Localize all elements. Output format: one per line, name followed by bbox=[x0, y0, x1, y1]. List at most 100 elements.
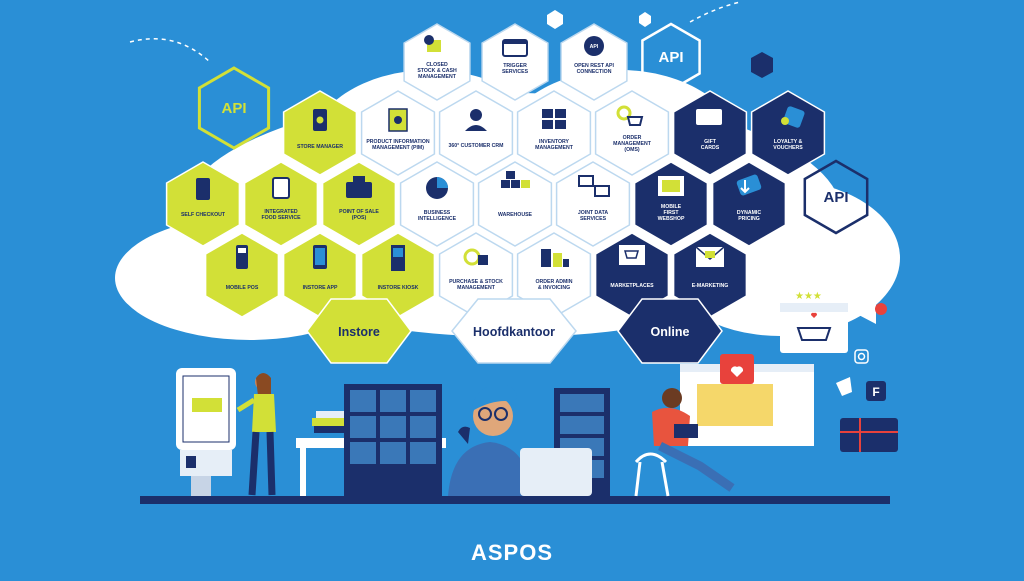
module-webshop: MOBILE FIRST WEBSHOP bbox=[633, 161, 709, 247]
svg-text:PURCHASE & STOCK: PURCHASE & STOCK bbox=[449, 279, 503, 285]
dashed-line bbox=[129, 38, 211, 63]
channel-online: Online bbox=[617, 298, 723, 364]
monitors-icon bbox=[578, 175, 594, 187]
svg-text:API: API bbox=[590, 44, 599, 50]
cart-icon bbox=[626, 116, 644, 126]
svg-text:MOBILE: MOBILE bbox=[661, 204, 682, 210]
module-trigger-services: TRIGGER SERVICES bbox=[481, 23, 549, 101]
module-joint-data: JOINT DATA SERVICES bbox=[555, 161, 631, 247]
invoice-icon bbox=[541, 249, 551, 267]
svg-text:ORDER ADMIN: ORDER ADMIN bbox=[536, 279, 573, 285]
svg-text:INSTORE APP: INSTORE APP bbox=[303, 285, 338, 291]
module-food-service: INTEGRATED FOOD SERVICE bbox=[243, 161, 319, 247]
module-store-manager: STORE MANAGER bbox=[282, 90, 358, 176]
tablet-icon bbox=[272, 177, 290, 199]
webshop-window-illustration: ★★★ bbox=[780, 291, 848, 353]
dashed-line bbox=[689, 1, 741, 23]
svg-text:SERVICES: SERVICES bbox=[580, 216, 607, 222]
floor-line bbox=[140, 496, 890, 504]
svg-text:MARKETPLACES: MARKETPLACES bbox=[610, 283, 654, 289]
svg-text:Hoofdkantoor: Hoofdkantoor bbox=[473, 325, 555, 339]
svg-text:(OMS): (OMS) bbox=[624, 147, 640, 153]
api-badge-right: API bbox=[803, 159, 869, 235]
marketplace-icon bbox=[619, 245, 645, 265]
api-badge-top: API bbox=[641, 22, 701, 92]
svg-text:WEBSHOP: WEBSHOP bbox=[658, 216, 685, 222]
svg-text:FOOD SERVICE: FOOD SERVICE bbox=[261, 215, 301, 221]
box-icon bbox=[478, 255, 488, 265]
module-mobile-pos: MOBILE POS bbox=[204, 232, 280, 318]
module-inventory: INVENTORY MANAGEMENT bbox=[516, 90, 592, 176]
module-crm: 360° CUSTOMER CRM bbox=[438, 90, 514, 176]
svg-text:DYNAMIC: DYNAMIC bbox=[737, 210, 761, 216]
svg-text:API: API bbox=[823, 189, 848, 206]
svg-text:PRICING: PRICING bbox=[738, 216, 760, 222]
self-checkout-kiosk-illustration bbox=[176, 368, 236, 496]
api-badge-left: API bbox=[197, 66, 271, 150]
svg-text:PRODUCT INFORMATION: PRODUCT INFORMATION bbox=[366, 139, 430, 145]
svg-text:INVENTORY: INVENTORY bbox=[539, 139, 570, 145]
boxes-icon bbox=[501, 180, 510, 188]
module-emarketing: E-MARKETING bbox=[672, 232, 748, 318]
module-purchase-stock: PURCHASE & STOCK MANAGEMENT bbox=[438, 232, 514, 318]
module-pos: POINT OF SALE (POS) bbox=[321, 161, 397, 247]
svg-text:(POS): (POS) bbox=[352, 215, 367, 221]
svg-text:★★★: ★★★ bbox=[795, 291, 822, 302]
svg-text:POINT OF SALE: POINT OF SALE bbox=[339, 209, 379, 215]
svg-text:CONNECTION: CONNECTION bbox=[577, 69, 612, 75]
aspos-logo: ASPOS bbox=[471, 540, 553, 565]
svg-text:GIFT: GIFT bbox=[704, 139, 717, 145]
svg-text:OPEN REST API: OPEN REST API bbox=[574, 63, 614, 69]
coin-icon bbox=[424, 35, 434, 45]
module-bi: BUSINESS INTELLIGENCE bbox=[399, 161, 475, 247]
small-hex bbox=[639, 12, 651, 27]
module-order-admin: ORDER ADMIN & INVOICING bbox=[516, 232, 592, 318]
svg-text:INTEGRATED: INTEGRATED bbox=[264, 209, 298, 215]
gear-icon bbox=[616, 105, 632, 121]
module-marketplaces: MARKETPLACES bbox=[594, 232, 670, 318]
svg-text:MANAGEMENT: MANAGEMENT bbox=[613, 141, 652, 147]
svg-text:INSTORE KIOSK: INSTORE KIOSK bbox=[378, 285, 419, 291]
svg-text:FIRST: FIRST bbox=[664, 210, 680, 216]
svg-text:CLOSED: CLOSED bbox=[426, 62, 448, 68]
module-closed-stock-cash: CLOSED STOCK & CASH MANAGEMENT bbox=[403, 23, 471, 101]
module-self-checkout: SELF CHECKOUT bbox=[165, 161, 241, 247]
svg-text:MOBILE POS: MOBILE POS bbox=[226, 285, 259, 291]
svg-text:360° CUSTOMER CRM: 360° CUSTOMER CRM bbox=[448, 143, 503, 149]
svg-text:& INVOICING: & INVOICING bbox=[538, 285, 570, 291]
svg-text:ORDER: ORDER bbox=[623, 135, 642, 141]
module-dynamic-pricing: DYNAMIC PRICING bbox=[711, 161, 787, 247]
svg-text:LOYALTY &: LOYALTY & bbox=[774, 139, 803, 145]
svg-text:CARDS: CARDS bbox=[701, 145, 720, 151]
kiosk-icon bbox=[196, 178, 210, 200]
module-pim: PRODUCT INFORMATION MANAGEMENT (PIM) bbox=[360, 90, 436, 176]
shelf-icon bbox=[542, 109, 553, 118]
svg-text:API: API bbox=[658, 49, 683, 66]
module-open-rest-api: API OPEN REST API CONNECTION bbox=[560, 23, 628, 101]
online-shopper-illustration bbox=[634, 354, 814, 497]
module-loyalty: LOYALTY & VOUCHERS bbox=[750, 90, 826, 176]
svg-text:F: F bbox=[872, 385, 879, 399]
svg-text:MANAGEMENT: MANAGEMENT bbox=[457, 285, 496, 291]
channel-instore: Instore bbox=[306, 298, 412, 364]
clothing-shelf-illustration bbox=[344, 384, 442, 496]
svg-text:WAREHOUSE: WAREHOUSE bbox=[498, 212, 533, 218]
svg-text:SERVICES: SERVICES bbox=[502, 69, 529, 75]
gift-card-icon bbox=[696, 109, 722, 125]
module-gift-cards: GIFT CARDS bbox=[672, 90, 748, 176]
svg-text:BUSINESS: BUSINESS bbox=[424, 210, 451, 216]
user-icon bbox=[470, 109, 482, 121]
channel-hoofdkantoor: Hoofdkantoor bbox=[451, 298, 577, 364]
svg-text:SELF CHECKOUT: SELF CHECKOUT bbox=[181, 212, 226, 218]
svg-text:Instore: Instore bbox=[338, 325, 380, 339]
woman-shopper-illustration bbox=[236, 373, 276, 496]
svg-text:E-MARKETING: E-MARKETING bbox=[692, 283, 729, 289]
svg-text:MANAGEMENT (PIM): MANAGEMENT (PIM) bbox=[372, 145, 424, 151]
svg-text:MANAGEMENT: MANAGEMENT bbox=[535, 145, 574, 151]
module-instore-app: INSTORE APP bbox=[282, 232, 358, 318]
gift-card-illustration bbox=[840, 418, 898, 452]
svg-text:API: API bbox=[221, 100, 246, 117]
hand-pointer-icon bbox=[836, 377, 852, 396]
svg-text:VOUCHERS: VOUCHERS bbox=[773, 145, 803, 151]
